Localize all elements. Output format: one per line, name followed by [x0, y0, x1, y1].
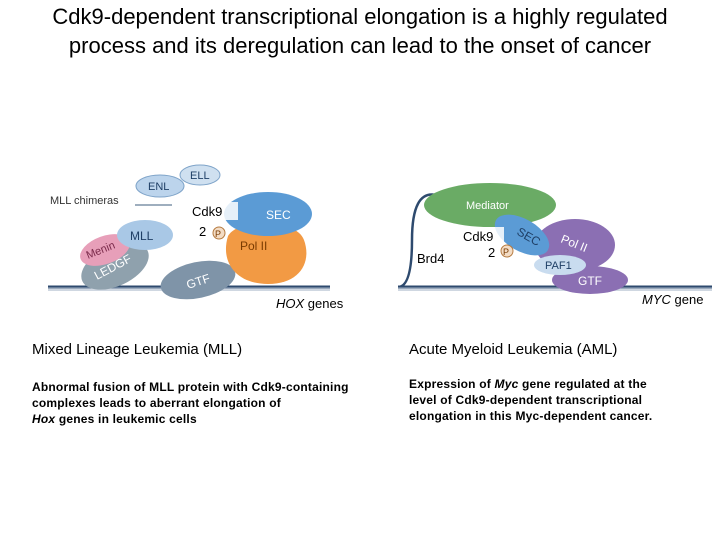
mll-desc-line3: Hox genes in leukemic cells	[32, 411, 402, 427]
elongation-diagram: GTF Pol II SEC LEDGF Menin MLL MLL chime…	[48, 164, 712, 311]
pol2-blob-left	[225, 222, 307, 284]
aml-desc-line3: elongation in this Myc-dependent cancer.	[409, 409, 653, 423]
cdk9-num-right: 2	[488, 245, 495, 260]
mediator-blob	[424, 183, 556, 227]
aml-desc-line1-pre: Expression of	[409, 377, 495, 391]
ell-blob	[179, 164, 221, 186]
pol2-label-left: Pol II	[240, 239, 267, 253]
mll-heading: Mixed Lineage Leukemia (MLL)	[32, 341, 243, 358]
cdk9-label-left: Cdk9	[192, 204, 222, 219]
cdk9-num-left: 2	[199, 224, 206, 239]
gtf-blob-left	[160, 260, 236, 300]
mll-desc-line1: Abnormal fusion of MLL protein with Cdk9…	[32, 380, 349, 394]
phospho-label-right: P	[503, 247, 509, 257]
myc-dna-shadow	[398, 287, 712, 291]
myc-dna-strand	[397, 193, 437, 289]
mll-label: MLL	[130, 229, 154, 243]
aml-desc-line1-post: gene regulated at the	[518, 377, 647, 391]
cdk9-box-right	[460, 227, 504, 245]
sec-blob-right	[494, 214, 550, 256]
paf1-blob	[534, 255, 586, 275]
mll-desc-hox: Hox	[32, 412, 56, 426]
cdk9-box-left	[174, 202, 238, 220]
hox-rest: genes	[304, 296, 344, 311]
myc-gene-label: MYC gene	[642, 292, 703, 307]
mll-blob	[117, 220, 173, 250]
mediator-label: Mediator	[466, 200, 509, 212]
enl-label: ENL	[148, 181, 169, 193]
aml-desc-myc: Myc	[494, 377, 519, 391]
paf1-label: PAF1	[545, 260, 572, 272]
hox-genes-label: HOX genes	[276, 296, 344, 311]
myc-rest: gene	[671, 292, 704, 307]
right-complex-diagram: GTF Mediator Pol II SEC PAF1 Brd4 Cdk9 2…	[397, 183, 712, 307]
mll-chimeras-label: MLL chimeras	[50, 195, 119, 207]
mll-desc-line2: complexes leads to aberrant elongation o…	[32, 396, 281, 410]
left-complex-diagram: GTF Pol II SEC LEDGF Menin MLL MLL chime…	[48, 164, 344, 311]
hox-italic: HOX	[276, 296, 306, 311]
gtf-label-right: GTF	[578, 274, 602, 288]
aml-heading: Acute Myeloid Leukemia (AML)	[409, 341, 618, 358]
aml-desc-line2: level of Cdk9-dependent transcriptional	[409, 393, 643, 407]
myc-italic: MYC	[642, 292, 672, 307]
slide-title: Cdk9-dependent transcriptional elongatio…	[52, 4, 668, 58]
enl-blob	[135, 174, 185, 198]
cdk9-label-right: Cdk9	[463, 229, 493, 244]
phospho-circle-right	[500, 244, 514, 258]
aml-desc-line1: Expression of Myc gene regulated at the	[409, 376, 709, 392]
sec-label-left: SEC	[266, 208, 291, 222]
mll-desc-line3-rest: genes in leukemic cells	[55, 412, 197, 426]
mll-description: Abnormal fusion of MLL protein with Cdk9…	[32, 379, 402, 427]
ell-label: ELL	[190, 170, 210, 182]
sec-blob-left	[224, 192, 312, 236]
phospho-label-left: P	[215, 229, 221, 239]
phospho-circle-left	[212, 226, 226, 240]
aml-description: Expression of Myc gene regulated at the …	[409, 376, 709, 424]
brd4-label: Brd4	[417, 251, 444, 266]
menin-blob	[80, 234, 130, 266]
